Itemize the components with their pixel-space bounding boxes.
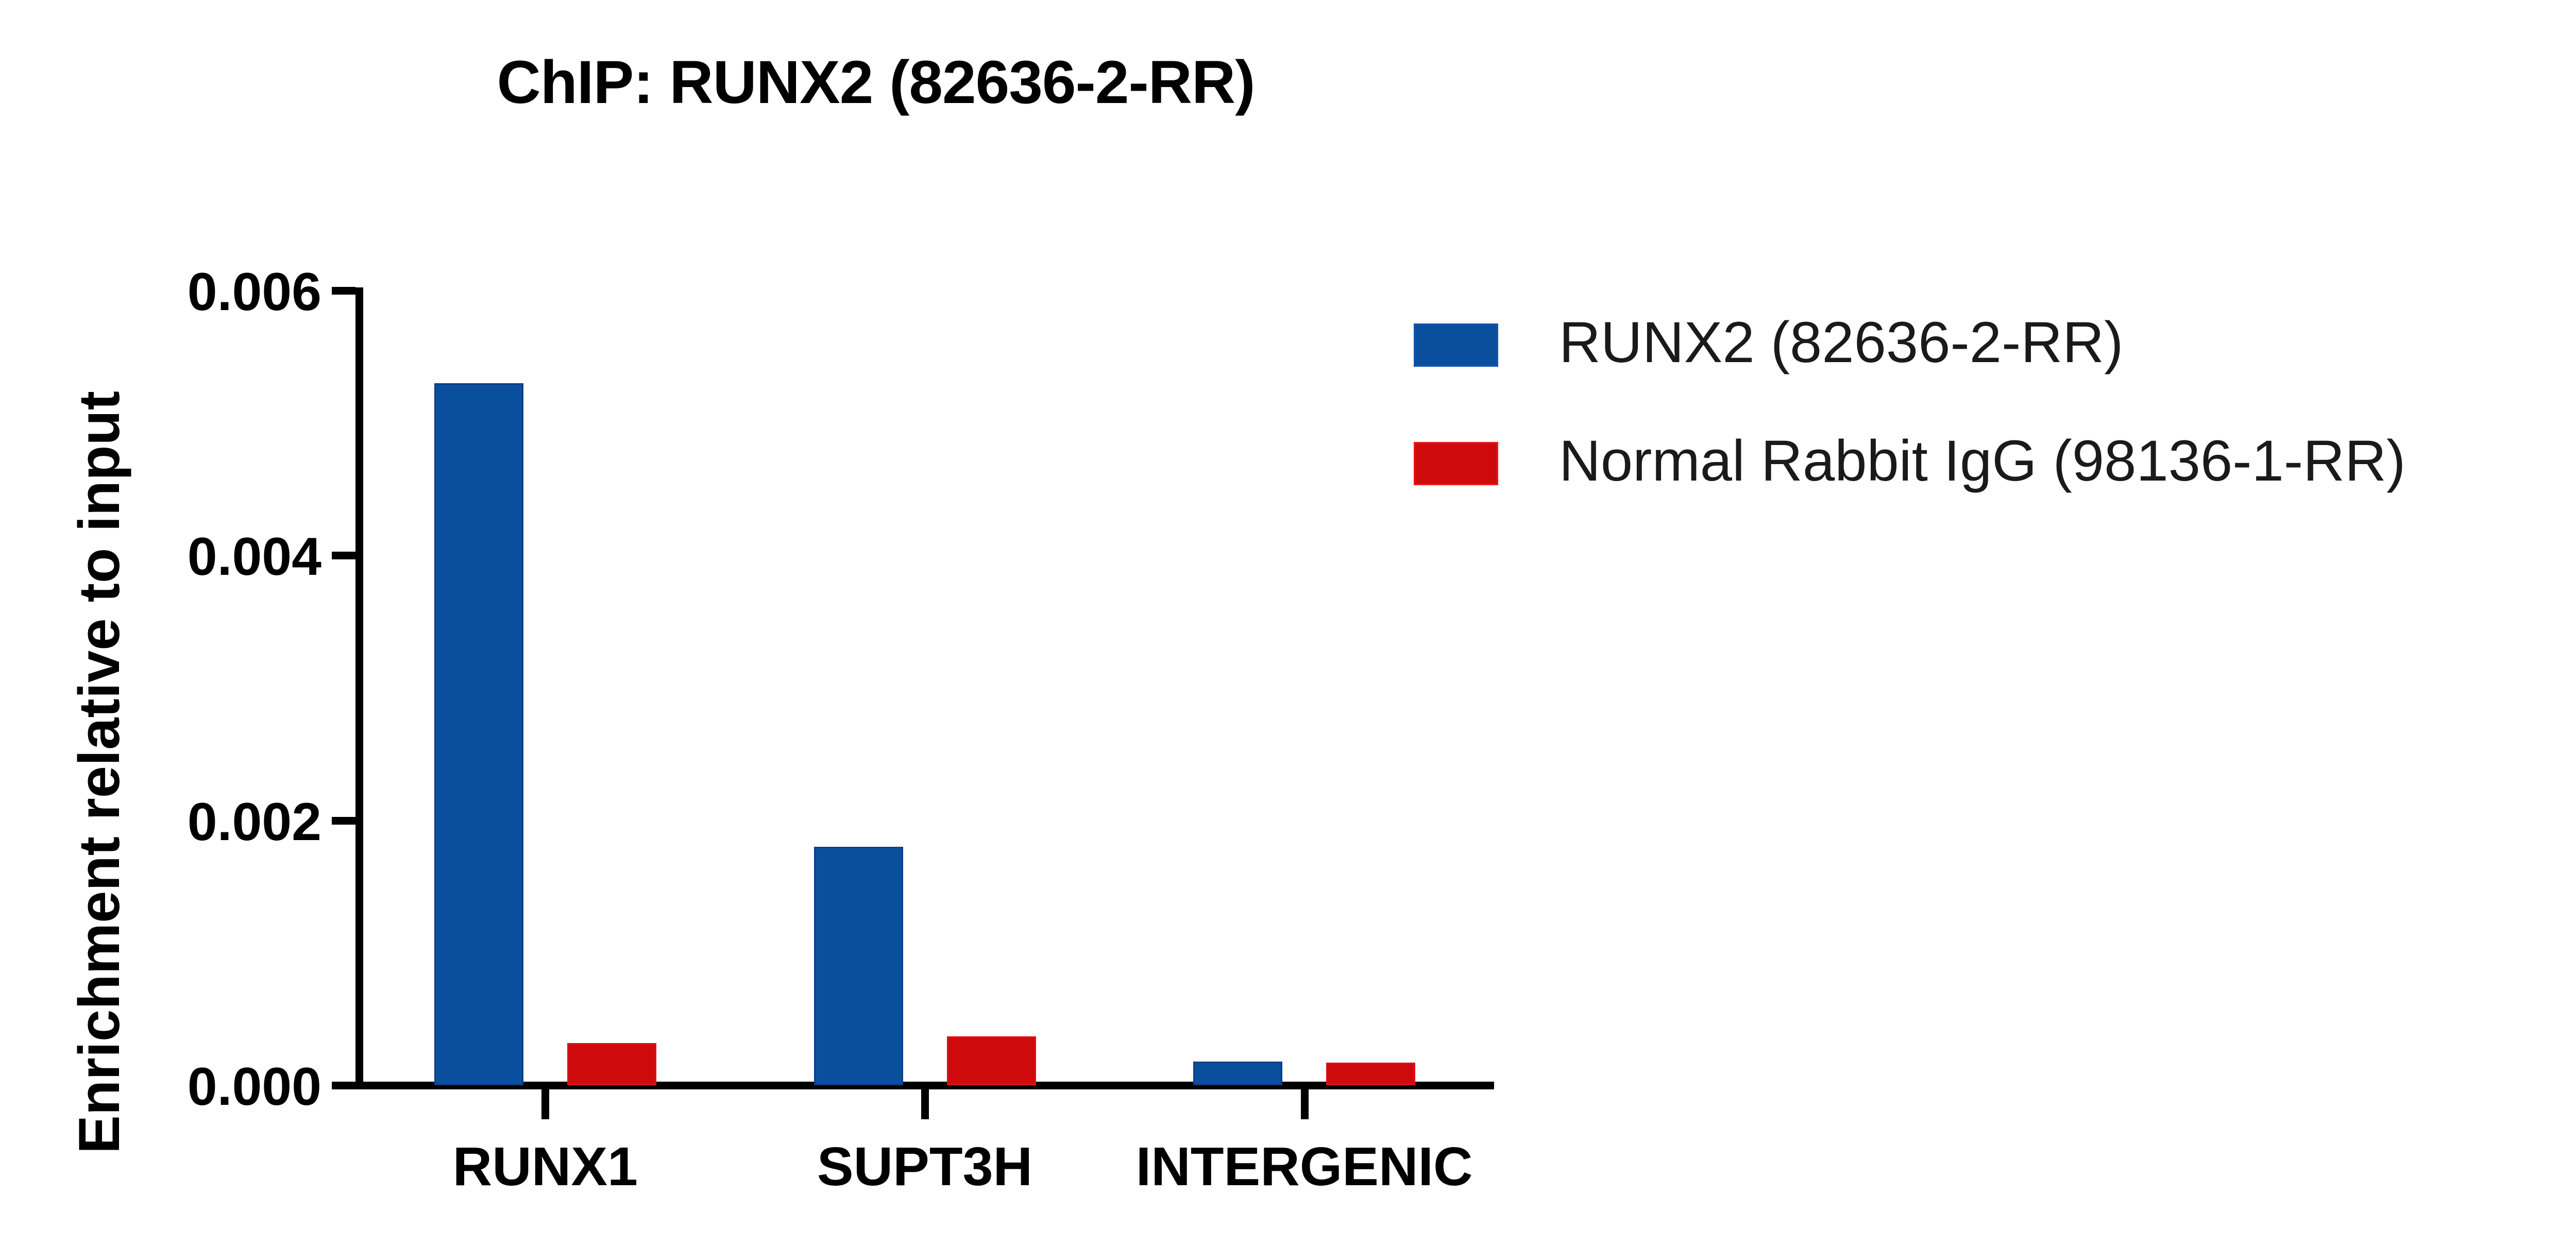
y-tick-mark bbox=[332, 1082, 355, 1089]
y-tick-mark bbox=[332, 816, 355, 825]
x-tick-label-supt3h: SUPT3H bbox=[817, 1136, 1033, 1197]
bar-runx1-series0 bbox=[434, 383, 523, 1085]
legend-swatch-icon bbox=[1414, 323, 1498, 367]
plot-area bbox=[355, 291, 1494, 1085]
legend-item[interactable]: RUNX2 (82636-2-RR) bbox=[1414, 309, 2547, 428]
bar-supt3h-series0 bbox=[814, 847, 903, 1085]
legend-label: RUNX2 (82636-2-RR) bbox=[1559, 310, 2124, 374]
legend-label: Normal Rabbit IgG (98136-1-RR) bbox=[1559, 429, 2406, 493]
bar-runx1-series1 bbox=[567, 1043, 656, 1085]
bar-intergenic-series1 bbox=[1326, 1063, 1416, 1085]
y-tick-mark bbox=[332, 287, 355, 295]
y-axis-spine bbox=[355, 287, 363, 1089]
x-tick-label-runx1: RUNX1 bbox=[452, 1136, 638, 1197]
chart-legend: RUNX2 (82636-2-RR) Normal Rabbit IgG (981… bbox=[1414, 309, 2547, 546]
y-tick-label: 0.000 bbox=[187, 1057, 321, 1117]
x-tick-label-intergenic: INTERGENIC bbox=[1136, 1136, 1473, 1197]
bar-intergenic-series0 bbox=[1193, 1061, 1283, 1085]
x-tick-mark bbox=[541, 1089, 550, 1119]
x-tick-mark bbox=[921, 1089, 929, 1119]
legend-swatch-icon bbox=[1414, 442, 1498, 485]
y-tick-mark bbox=[332, 552, 355, 560]
y-tick-label: 0.004 bbox=[187, 527, 321, 587]
y-tick-label: 0.006 bbox=[187, 262, 321, 322]
x-tick-mark bbox=[1300, 1089, 1309, 1119]
chart-title: ChIP: RUNX2 (82636-2-RR) bbox=[497, 48, 1256, 116]
bar-supt3h-series1 bbox=[946, 1036, 1036, 1085]
legend-item[interactable]: Normal Rabbit IgG (98136-1-RR) bbox=[1414, 428, 2547, 546]
y-tick-label: 0.002 bbox=[187, 792, 321, 852]
